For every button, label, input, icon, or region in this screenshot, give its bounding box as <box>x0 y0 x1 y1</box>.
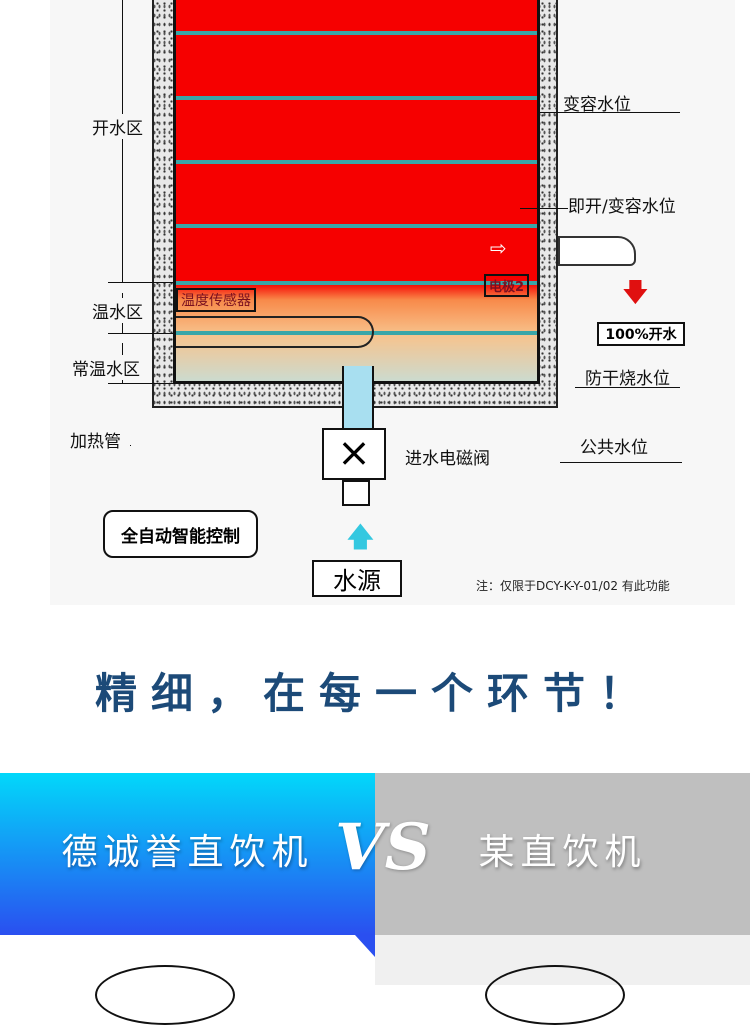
label-anti-dry-level: 防干烧水位 <box>585 369 670 389</box>
label-valve: 进水电磁阀 <box>405 449 490 469</box>
headline: 精细，在每一个环节！ <box>94 669 655 718</box>
label-normal-zone: 常温水区 <box>72 355 140 380</box>
temperature-sensor-label: 温度传感器 <box>176 288 256 312</box>
brand-name: 德诚誉直饮机 <box>61 832 314 873</box>
inlet-pipe <box>342 366 374 430</box>
label-common-level: 公共水位 <box>580 438 648 458</box>
pointer <box>355 935 375 957</box>
left-panel <box>0 935 375 1025</box>
heating-tube <box>176 316 374 348</box>
comparison-left: 德诚誉直饮机 <box>0 773 375 935</box>
model-note: 注：仅限于DCY-K-Y-01/02 有此功能 <box>476 579 670 593</box>
competitor-name: 某直饮机 <box>478 832 647 873</box>
label-warm-zone: 温水区 <box>92 298 143 323</box>
auto-control-label: 全自动智能控制 <box>103 510 258 558</box>
label-boiling-zone: 开水区 <box>92 114 143 139</box>
electrode-label: 电极2 <box>484 274 530 297</box>
comparison-right: 某直饮机 <box>375 773 750 935</box>
label-variable-level: 变容水位 <box>563 95 631 115</box>
solenoid-valve-icon: ⨯ <box>322 428 386 480</box>
label-heating-tube: 加热管 <box>70 432 121 452</box>
faucet-icon <box>558 236 636 266</box>
water-source-label: 水源 <box>312 560 402 597</box>
arrow-right-icon: ⇨ <box>490 236 507 260</box>
label-instant-level: 即开/变容水位 <box>568 192 676 217</box>
arrow-down-icon: 🡇 <box>622 278 649 308</box>
right-panel <box>375 935 750 1025</box>
output-label: 100%开水 <box>597 322 685 346</box>
vs-logo: VS <box>335 810 431 885</box>
arrow-up-icon: 🡅 <box>346 520 375 553</box>
